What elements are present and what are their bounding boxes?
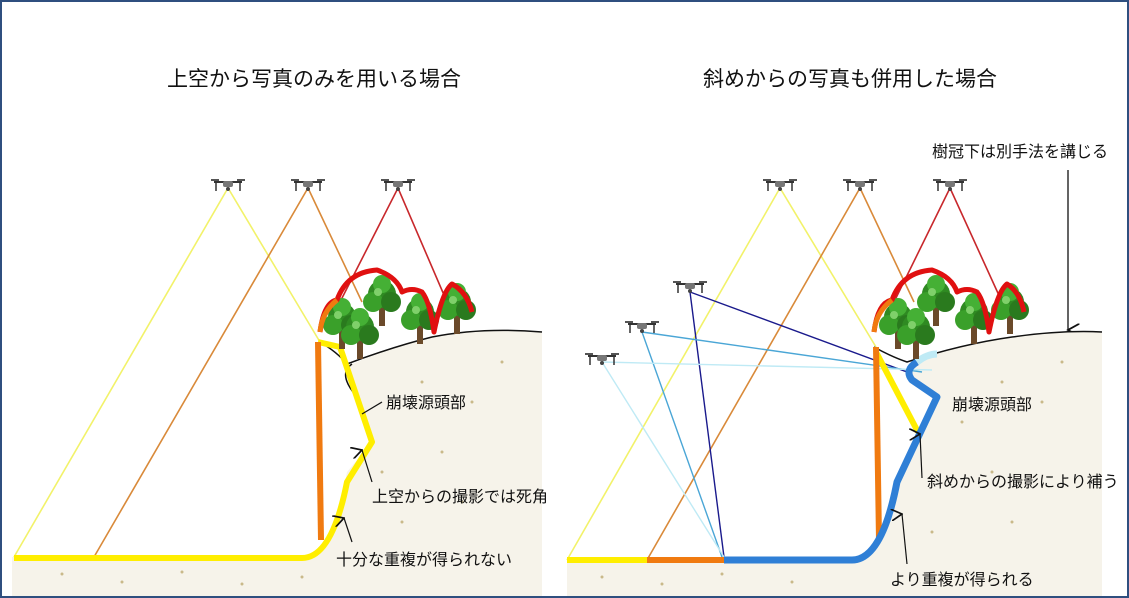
right-label-oblique: 斜めからの撮影により補う — [927, 472, 1119, 491]
right-ground — [567, 331, 1102, 596]
drone-icon — [380, 178, 416, 192]
right-label-overlap: より重複が得られる — [890, 570, 1034, 589]
drone-icon — [762, 178, 798, 192]
left-canopy-outline — [317, 267, 475, 335]
left-ground-texture — [60, 360, 504, 586]
arrow-icon — [920, 434, 923, 479]
right-coverage-yellow-2 — [873, 350, 921, 434]
arrow-icon — [902, 514, 908, 565]
left-ground-surface — [319, 329, 543, 365]
right-ground-texture — [600, 360, 1064, 586]
drone-icon — [672, 280, 708, 294]
drone-icon — [290, 178, 326, 192]
right-canopy-outline — [871, 267, 1027, 335]
drone-icon — [584, 352, 620, 366]
drone-icon — [210, 178, 246, 192]
drone-icon — [842, 178, 878, 192]
right-panel: 斜めからの写真も併用した場合 樹冠下は別手法を講じる — [566, 67, 1119, 596]
right-ground-surface — [873, 330, 1103, 363]
right-label-canopy: 樹冠下は別手法を講じる — [932, 142, 1108, 161]
arrow-icon — [344, 518, 353, 543]
right-label-scarp: 崩壊源頭部 — [952, 395, 1032, 414]
left-coverage-orange — [315, 341, 324, 541]
left-label-overlap: 十分な重複が得られない — [336, 550, 512, 569]
left-label-blind: 上空からの撮影では死角 — [372, 487, 548, 506]
left-panel: 上空から写真のみを用いる場合 — [12, 67, 548, 596]
right-coverage-lightblue — [914, 350, 938, 365]
left-label-scarp: 崩壊源頭部 — [386, 393, 466, 412]
left-ground — [12, 330, 542, 596]
right-coverage-orange-2 — [873, 346, 882, 541]
left-canopy-orange — [317, 298, 339, 333]
left-title: 上空から写真のみを用いる場合 — [167, 67, 461, 91]
left-coverage-yellow — [14, 339, 375, 561]
scarp-leader — [361, 401, 383, 415]
drone-icon — [932, 178, 968, 192]
drone-icon — [624, 320, 660, 334]
right-canopy-orange — [871, 298, 894, 333]
right-title: 斜めからの写真も併用した場合 — [703, 67, 997, 91]
right-coverage-blue — [724, 359, 941, 564]
arrow-icon — [362, 450, 373, 483]
